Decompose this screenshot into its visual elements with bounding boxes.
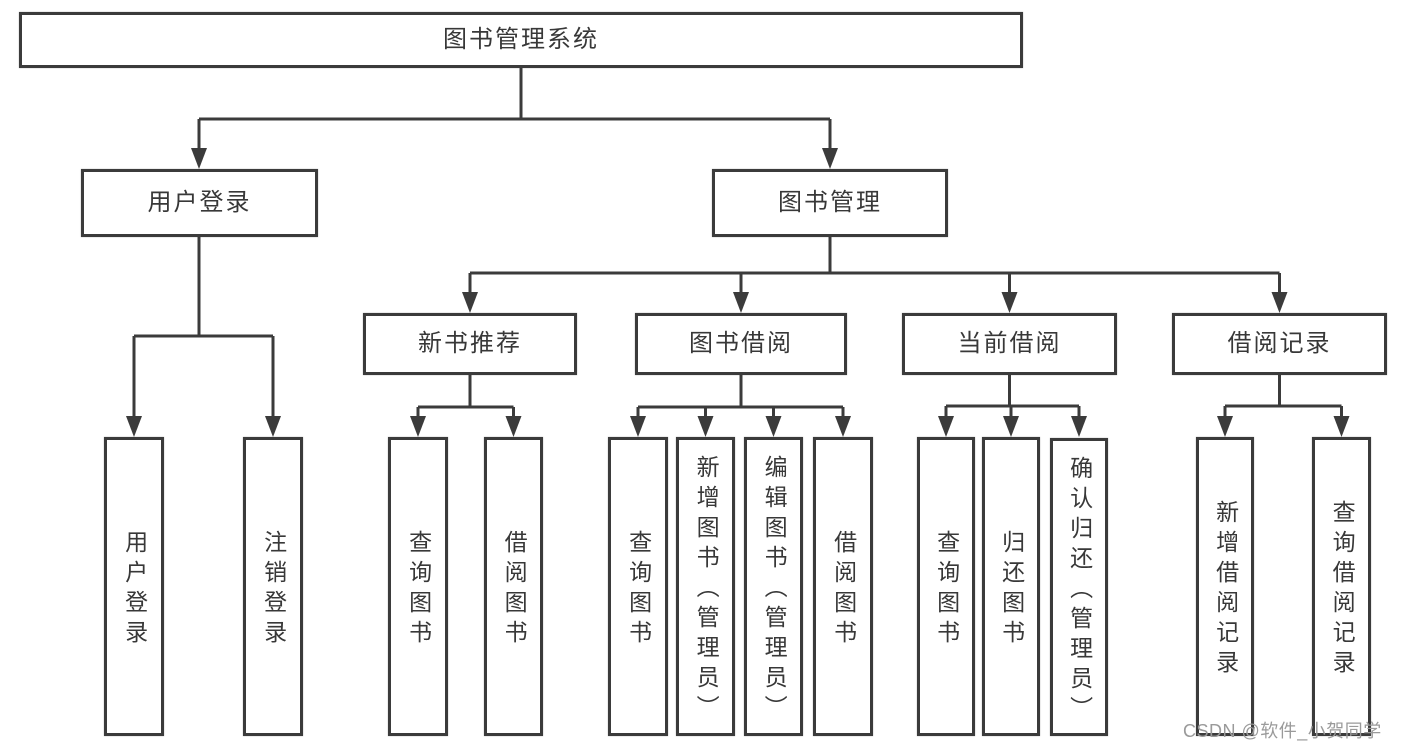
arrow-user-login: [191, 148, 207, 169]
connector-book-management: [468, 237, 1281, 296]
arrow-leaf-5: [630, 416, 646, 437]
node-book-borrowing: 图书借阅: [635, 313, 847, 375]
arrow-current-borrowing: [1001, 292, 1018, 313]
arrow-borrowing-records: [1271, 292, 1288, 313]
arrowheads: [126, 148, 1350, 437]
arrow-leaf-13: [1333, 416, 1350, 437]
arrow-leaf-8: [835, 416, 851, 437]
leaf-return-book: 归还图书: [982, 437, 1040, 736]
arrow-leaf-7: [765, 416, 782, 437]
arrow-leaf-6: [697, 416, 714, 437]
leaf-borrow-book-2: 借阅图书: [813, 437, 873, 736]
leaf-logout: 注销登录: [243, 437, 303, 736]
arrow-leaf-9: [938, 416, 954, 437]
node-root: 图书管理系统: [19, 12, 1023, 68]
node-book-management: 图书管理: [712, 169, 948, 237]
connector-root: [197, 68, 832, 152]
leaf-query-books-1: 查询图书: [388, 437, 448, 736]
arrow-leaf-10: [1003, 416, 1019, 437]
leaf-add-borrow-record: 新增借阅记录: [1196, 437, 1254, 736]
arrow-leaf-2: [265, 416, 281, 437]
arrow-leaf-12: [1217, 416, 1233, 437]
leaf-borrow-book-1: 借阅图书: [484, 437, 543, 736]
leaf-query-books-3: 查询图书: [917, 437, 975, 736]
leaf-query-books-2: 查询图书: [608, 437, 668, 736]
leaf-edit-book-admin: 编辑图书（管理员）: [744, 437, 803, 736]
node-new-book-recommend: 新书推荐: [363, 313, 577, 375]
node-current-borrowing: 当前借阅: [902, 313, 1117, 375]
watermark: CSDN @软件_小贺同学: [1183, 721, 1382, 741]
leaf-add-book-admin: 新增图书（管理员）: [676, 437, 735, 736]
node-borrowing-records: 借阅记录: [1172, 313, 1387, 375]
arrow-leaf-1: [126, 416, 142, 437]
connector-user-login: [132, 237, 275, 421]
connector-current-borrowing: [944, 375, 1081, 421]
arrow-leaf-4: [505, 416, 522, 437]
arrow-new-book-recommend: [462, 292, 478, 313]
leaf-user-login: 用户登录: [104, 437, 164, 736]
connector-book-borrowing: [636, 375, 845, 421]
connector-new-book-recommend: [416, 375, 515, 421]
leaf-confirm-return-admin: 确认归还（管理员）: [1050, 438, 1108, 736]
leaf-query-borrow-record: 查询借阅记录: [1312, 437, 1371, 736]
arrow-leaf-3: [410, 416, 426, 437]
arrow-book-borrowing: [733, 292, 749, 313]
arrow-book-management: [822, 148, 838, 169]
arrow-leaf-11: [1071, 416, 1087, 437]
node-user-login: 用户登录: [81, 169, 318, 237]
connector-borrowing-records: [1223, 375, 1343, 421]
